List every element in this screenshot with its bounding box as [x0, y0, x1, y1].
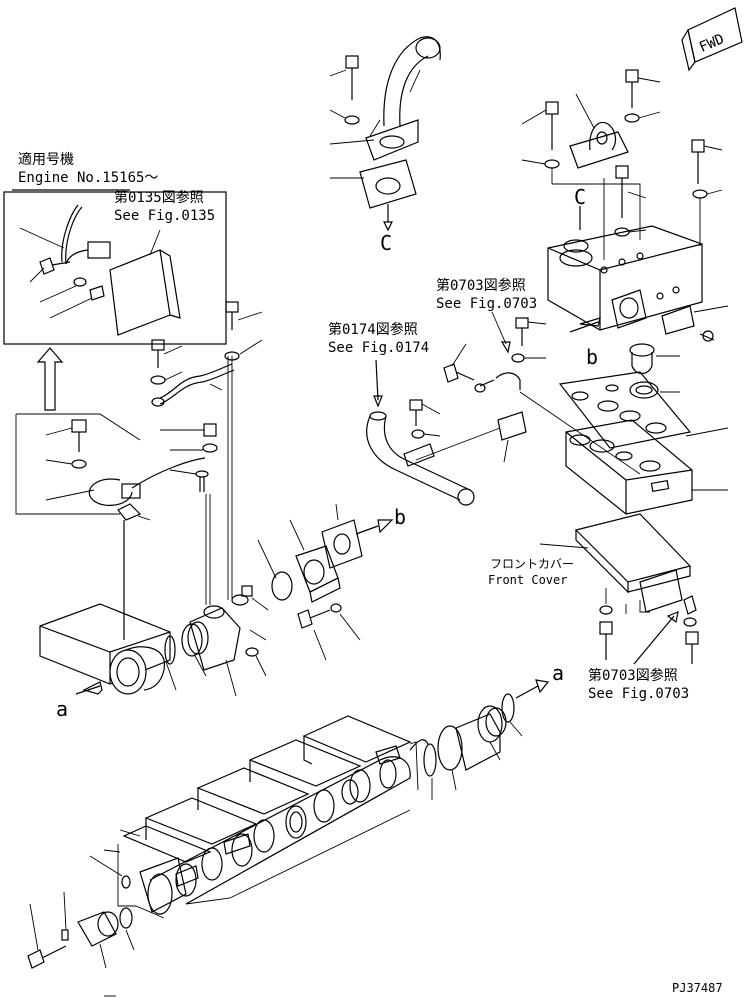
thermostat-housing: b: [547, 225, 729, 369]
inset-applicability: 適用号機 Engine No.15165～ 第0135図参照 See Fig.0…: [3, 151, 227, 345]
inset-ref-en: See Fig.0135: [114, 208, 215, 224]
arrow-up-to-inset: [36, 347, 64, 411]
end-cap-bottom: [27, 891, 135, 997]
front-cover-en: Front Cover: [488, 573, 567, 587]
front-cover-bolts: [599, 588, 699, 664]
marker-a-right: a: [552, 661, 564, 685]
fwd-label: FWD: [697, 31, 727, 56]
ref-fig0174: 第0174図参照 See Fig.0174: [328, 321, 429, 408]
manifold-left-end: a: [39, 603, 171, 721]
ref-fig0174-en: See Fig.0174: [328, 340, 429, 356]
ref-fig0703-bottom-en: See Fig.0703: [588, 686, 689, 702]
inset-frame: [3, 191, 227, 345]
ref-fig0703-top: 第0703図参照 See Fig.0703: [436, 277, 537, 354]
adaptor-right: a: [423, 661, 564, 800]
marker-b-lower: b: [394, 505, 406, 529]
marker-b-upper: b: [586, 345, 598, 369]
marker-c-bottom: C: [380, 231, 392, 255]
ref-fig0703-top-ja: 第0703図参照: [436, 277, 526, 294]
ref-fig0703-bottom-ja: 第0703図参照: [588, 667, 678, 684]
front-cover-ja: フロントカバー: [490, 557, 574, 571]
left-sensor-group: [45, 356, 233, 640]
ref-fig0174-ja: 第0174図参照: [328, 321, 418, 338]
manifold-upper-segment: [565, 419, 728, 515]
adaptor-left: [164, 585, 269, 697]
inset-ref-ja: 第0135図参照: [114, 189, 204, 206]
inset-applicable-ja: 適用号機: [18, 151, 74, 168]
connection-flange-b: b: [257, 503, 406, 661]
water-pipe: [366, 317, 641, 506]
marker-a-left: a: [56, 697, 68, 721]
front-cover-plate: フロントカバー Front Cover: [488, 513, 692, 614]
pipe-bracket-group: [150, 301, 263, 407]
marker-c-top: C: [574, 185, 586, 209]
lifting-hanger: C: [521, 69, 723, 260]
ref-fig0703-top-en: See Fig.0703: [436, 296, 537, 312]
fwd-direction-tag: FWD: [681, 7, 743, 72]
ref-fig0703-bottom: 第0703図参照 See Fig.0703: [588, 611, 689, 702]
drawing-id: PJ37487: [672, 981, 723, 995]
elbow-pipe-top: C: [329, 36, 441, 255]
inset-connector: [87, 241, 111, 259]
exhaust-manifold-bottom: [89, 715, 429, 919]
thermostat-parts: [629, 343, 680, 399]
inset-applicable-en: Engine No.15165～: [18, 170, 158, 186]
